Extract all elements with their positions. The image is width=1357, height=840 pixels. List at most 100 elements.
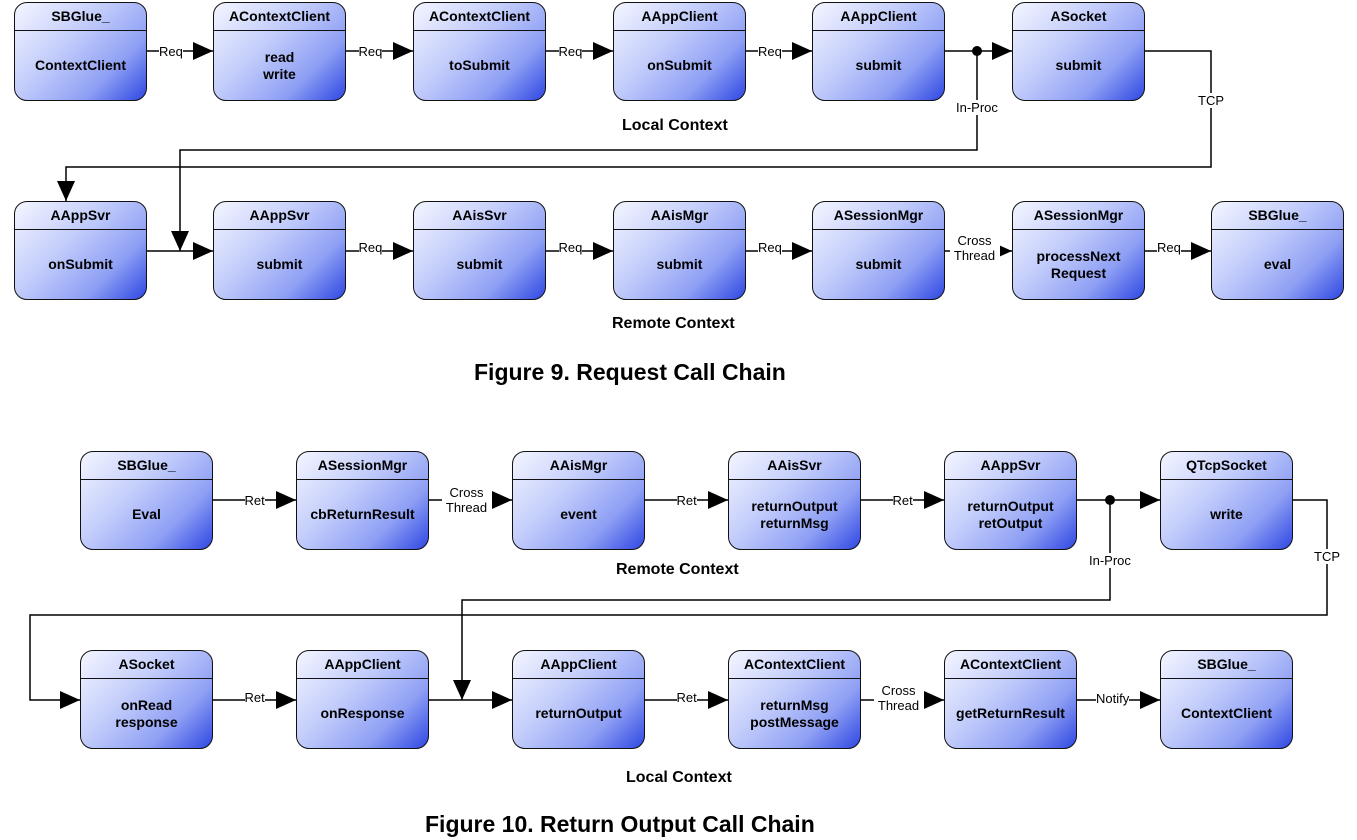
- fig9-node-1: SBGlue_ ContextClient: [14, 2, 147, 101]
- method-name: onSubmit: [647, 57, 712, 73]
- node-methods: getReturnResult: [945, 679, 1076, 748]
- node-class-name: AAisSvr: [729, 452, 860, 480]
- fig9-req-label: Req: [358, 239, 383, 255]
- arrowhead: [453, 680, 471, 700]
- fig10-local-context-label: Local Context: [626, 769, 732, 786]
- method-name: returnMsg: [760, 696, 829, 713]
- method-name: onRead: [120, 696, 173, 713]
- node-class-name: SBGlue_: [1212, 202, 1343, 230]
- fig9-req-label: Req: [159, 43, 183, 59]
- fig10-ret-label: Ret: [892, 492, 913, 508]
- node-class-name: ASessionMgr: [813, 202, 944, 230]
- arrowhead: [193, 42, 213, 60]
- fig9-req-label: Req: [558, 239, 583, 255]
- node-methods: onSubmit: [15, 230, 146, 299]
- fig10-local-node-6: SBGlue_ContextClient: [1160, 650, 1293, 749]
- node-class-name: QTcpSocket: [1161, 452, 1292, 480]
- method-name: postMessage: [750, 713, 839, 730]
- node-methods: returnOutput: [513, 679, 644, 748]
- node-class-name: ASessionMgr: [297, 452, 428, 480]
- fig10-ret-label: Ret: [244, 492, 265, 508]
- method-name: submit: [656, 256, 703, 272]
- arrowhead: [708, 691, 728, 709]
- node-class-name: AContextClient: [414, 3, 545, 31]
- fig10-tcp-label: TCP: [1314, 548, 1340, 564]
- node-class-name: AContextClient: [729, 651, 860, 679]
- method-name: onResponse: [320, 705, 405, 721]
- node-class-name: AContextClient: [214, 3, 345, 31]
- arrowhead: [276, 491, 296, 509]
- arrowhead: [1140, 691, 1160, 709]
- node-methods: event: [513, 480, 644, 549]
- fig10-caption: Figure 10. Return Output Call Chain: [425, 811, 815, 837]
- fig9-remote-node-4: AAisMgr submit: [613, 201, 746, 300]
- node-class-name: AAisSvr: [414, 202, 545, 230]
- node-class-name: ASocket: [81, 651, 212, 679]
- node-methods: submit: [1013, 31, 1144, 100]
- fig9-req-label: Req: [558, 43, 583, 59]
- method-name: onSubmit: [48, 256, 113, 272]
- fig10-ret-label: Ret: [244, 689, 265, 705]
- method-name: ContextClient: [35, 57, 126, 73]
- node-methods: cbReturnResult: [297, 480, 428, 549]
- arrowhead: [1191, 242, 1211, 260]
- fig10-inproc-label: In-Proc: [1089, 552, 1131, 568]
- arrowhead: [792, 242, 812, 260]
- method-name: write: [263, 65, 296, 82]
- method-name: submit: [855, 57, 902, 73]
- fig9-req-label: Req: [358, 43, 383, 59]
- node-class-name: SBGlue_: [15, 3, 146, 31]
- node-methods: ContextClient: [1161, 679, 1292, 748]
- fig9-req-label: Req: [1157, 239, 1181, 255]
- node-class-name: ASessionMgr: [1013, 202, 1144, 230]
- node-class-name: AAisMgr: [614, 202, 745, 230]
- node-class-name: AAppSvr: [945, 452, 1076, 480]
- node-methods: onSubmit: [614, 31, 745, 100]
- arrowhead: [193, 242, 213, 260]
- arrowhead: [593, 242, 613, 260]
- method-name: submit: [456, 256, 503, 272]
- fig10-node-1: SBGlue_ Eval: [80, 451, 213, 550]
- node-class-name: AAppClient: [513, 651, 644, 679]
- fig9-tcp-edge: [65, 50, 1212, 201]
- node-class-name: SBGlue_: [81, 452, 212, 480]
- fig10-cross-thread-label: Cross Thread: [441, 485, 492, 515]
- fig10-remote-context-label: Remote Context: [616, 561, 739, 578]
- node-methods: Eval: [81, 480, 212, 549]
- method-name: cbReturnResult: [310, 506, 415, 522]
- arrowhead: [924, 691, 944, 709]
- node-methods: write: [1161, 480, 1292, 549]
- arrowhead: [992, 42, 1012, 60]
- node-methods: eval: [1212, 230, 1343, 299]
- method-name: toSubmit: [449, 57, 510, 73]
- arrowhead: [171, 231, 189, 251]
- fig9-remote-node-3: AAisSvr submit: [413, 201, 546, 300]
- fig10-tcp-edge: [29, 499, 1328, 701]
- fig10-cross-thread-label: Cross Thread: [873, 683, 924, 713]
- node-methods: submit: [414, 230, 545, 299]
- method-name: Eval: [132, 506, 161, 522]
- fig10-notify-label: Notify: [1096, 690, 1130, 706]
- arrowhead: [708, 491, 728, 509]
- node-methods: submit: [614, 230, 745, 299]
- node-methods: onResponse: [297, 679, 428, 748]
- arrowhead: [924, 491, 944, 509]
- fig9-req-label: Req: [758, 239, 782, 255]
